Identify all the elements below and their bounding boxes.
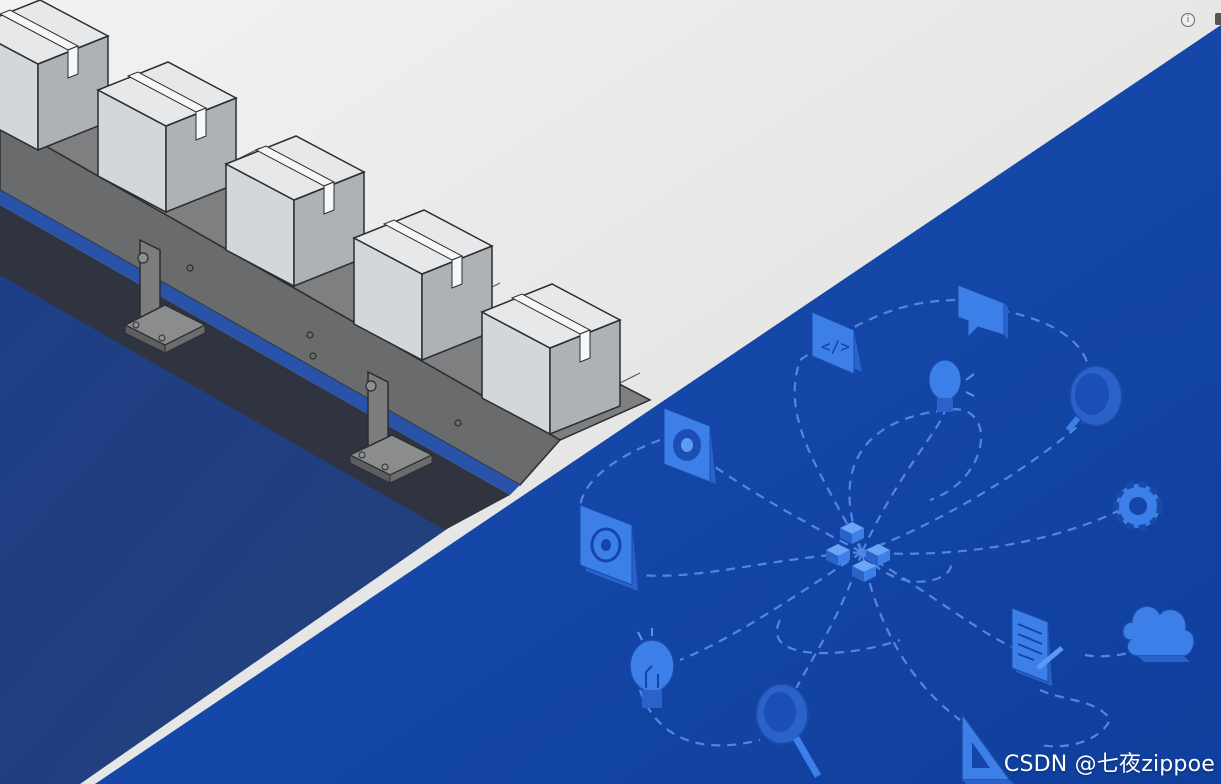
- info-icon[interactable]: i: [1181, 13, 1195, 27]
- gear-icon: [1113, 481, 1163, 531]
- network-panel-blue: [95, 25, 1221, 784]
- target-icon: [579, 504, 638, 591]
- cardboard-box: [480, 283, 622, 436]
- svg-text:</>: </>: [821, 337, 850, 356]
- cloud-icon: [1122, 605, 1195, 662]
- speaker-icon: [663, 407, 716, 484]
- document-pen-icon: [1011, 607, 1064, 686]
- lightbulb-icon: [928, 359, 975, 412]
- cardboard-box: [352, 209, 494, 362]
- cardboard-boxes: [0, 0, 622, 436]
- magnifier-icon: [1065, 365, 1123, 432]
- floor-shadow-panel: [0, 270, 460, 784]
- cardboard-box: [224, 135, 366, 288]
- triangle-ruler-icon: [961, 711, 1014, 784]
- lightbulb-circuit-icon: [629, 628, 675, 708]
- cardboard-box: [96, 61, 238, 214]
- chat-bubble-icon: [957, 284, 1008, 339]
- watermark-text: CSDN @七夜zippoe: [1003, 752, 1215, 777]
- magnifier-icon-2: [755, 683, 822, 778]
- corner-tab-icon[interactable]: [1215, 13, 1221, 25]
- center-cubes-icon: [826, 522, 890, 582]
- network-icons: </>: [579, 284, 1195, 784]
- code-icon: </>: [811, 311, 862, 375]
- cardboard-box: [0, 0, 110, 152]
